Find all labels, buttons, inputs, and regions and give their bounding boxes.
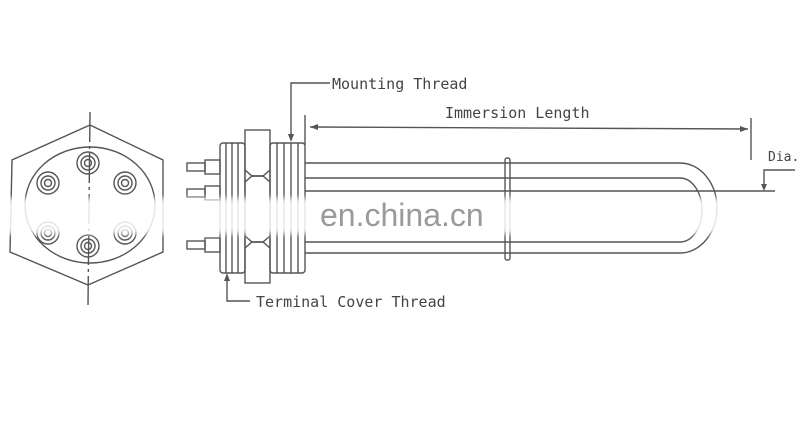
label-diameter: Dia. [768, 150, 800, 165]
dimension-lines [224, 82, 795, 302]
watermark: en.china.cn [320, 197, 484, 233]
label-immersion-length: Immersion Length [445, 104, 590, 122]
blur-band [0, 198, 780, 234]
label-terminal-cover-thread: Terminal Cover Thread [256, 293, 446, 311]
label-mounting-thread: Mounting Thread [332, 75, 468, 93]
